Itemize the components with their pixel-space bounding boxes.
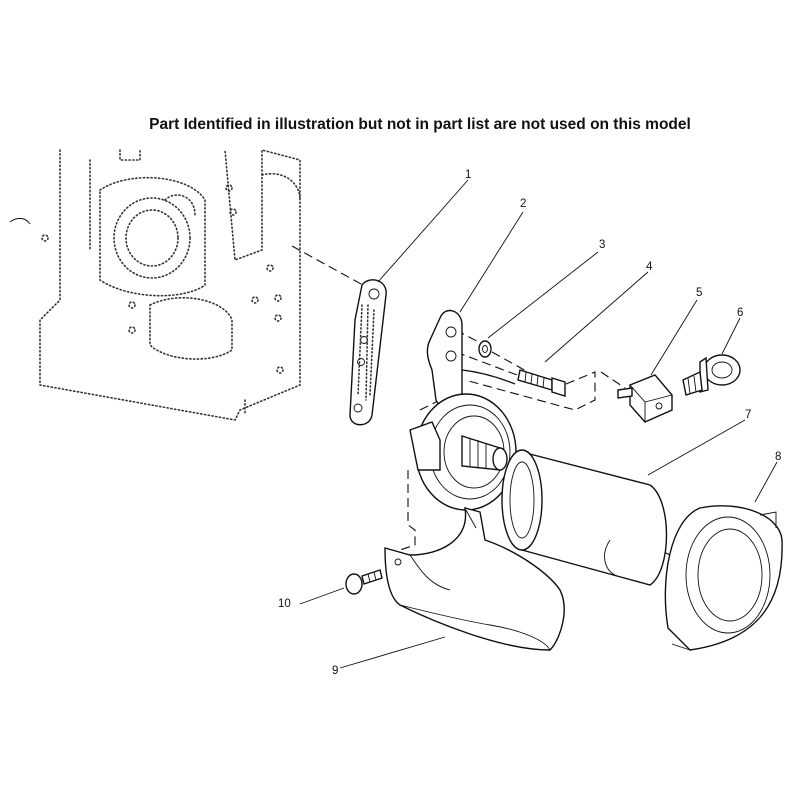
- callout-6: 6: [737, 307, 743, 319]
- engine-block: [39, 148, 301, 421]
- part-10-cap-screw: [345, 569, 383, 595]
- edge-mark: [9, 217, 31, 225]
- callout-4: 4: [646, 261, 653, 273]
- diagram-notice: Part Identified in illustration but not …: [149, 116, 691, 133]
- part-4-bolt: [517, 369, 566, 397]
- callout-9: 9: [332, 665, 338, 677]
- part-7-oil-filter: [501, 449, 668, 586]
- callout-7: 7: [745, 409, 751, 421]
- leader-lines: [299, 179, 778, 669]
- callout-10: 10: [278, 598, 291, 610]
- part-1-gasket-plate: [349, 279, 387, 426]
- callout-numbers: 1 2 3 4 5 6 7 8 9 10: [278, 169, 781, 677]
- part-6-pressure-switch: [682, 354, 741, 396]
- filter-head: [409, 393, 517, 511]
- callout-5: 5: [696, 287, 702, 299]
- part-3-washer: [478, 340, 492, 358]
- part-2-mounting-bracket: [426, 309, 516, 408]
- part-9-shield: [384, 507, 565, 651]
- callout-8: 8: [775, 451, 781, 463]
- callout-1: 1: [465, 169, 471, 181]
- callout-3: 3: [599, 239, 605, 251]
- part-5-adapter-block: [617, 374, 673, 423]
- part-8-mounting-ring: [664, 505, 783, 651]
- callout-2: 2: [520, 198, 526, 210]
